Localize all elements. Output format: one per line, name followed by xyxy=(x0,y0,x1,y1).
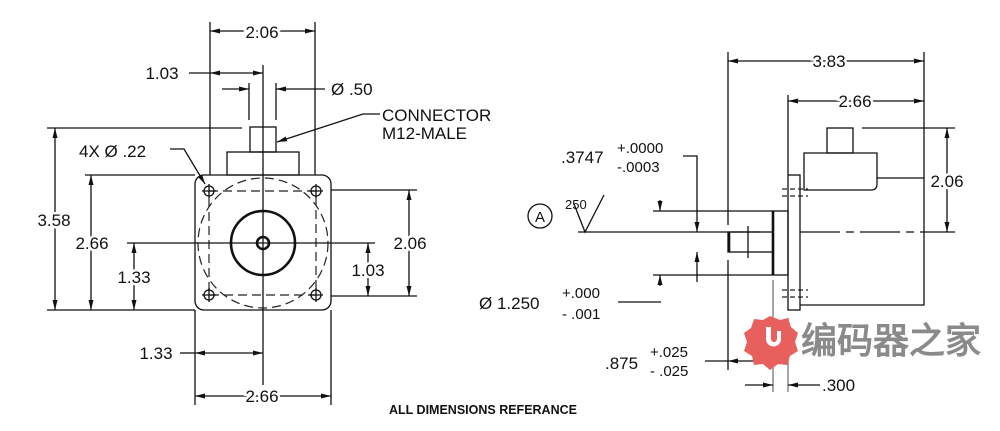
shaft xyxy=(727,231,774,253)
shaft-length: .875 xyxy=(605,354,638,373)
dim-top-width: 2.06 xyxy=(245,23,278,42)
shaft-tol-minus: -.0003 xyxy=(617,159,660,176)
dim-connector-offset: 1.03 xyxy=(145,64,178,83)
pilot-dia: Ø 1.250 xyxy=(479,294,540,313)
dim-body-height: 2.06 xyxy=(930,172,963,191)
dim-center-height: 1.33 xyxy=(117,268,150,287)
dim-hole-spacing-v: 2.06 xyxy=(393,234,426,253)
dim-overall-height: 3.58 xyxy=(37,211,70,230)
dim-holes: 4X Ø .22 xyxy=(79,142,146,161)
shaft-len-tol-minus: - .025 xyxy=(650,363,688,380)
mounting-holes xyxy=(202,184,323,302)
pilot-length: .300 xyxy=(822,376,855,395)
surface-finish: 250 xyxy=(565,197,587,212)
front-view: 2.06 1.03 Ø .50 CONNECTOR M12-MALE 4X Ø … xyxy=(35,21,491,409)
dim-hole-half-v: 1.03 xyxy=(351,261,384,280)
dimensions-note: ALL DIMENSIONS REFERANCE xyxy=(389,403,577,417)
connector-housing xyxy=(803,152,878,191)
pilot xyxy=(772,210,789,276)
dim-overall-length: 3.83 xyxy=(812,52,845,71)
watermark: 编码器之家 xyxy=(744,316,981,370)
pilot-tol-plus: +.000 xyxy=(562,285,600,302)
dim-center-width: 1.33 xyxy=(139,344,172,363)
dim-plate-height: 2.66 xyxy=(75,234,108,253)
connector-label-line1: CONNECTOR xyxy=(382,106,491,125)
dim-body-length: 2.66 xyxy=(838,92,871,111)
shaft-tol-plus: +.0000 xyxy=(617,140,663,157)
datum-label: A xyxy=(535,209,545,226)
dim-connector-dia: Ø .50 xyxy=(331,80,373,99)
side-view: 3.83 2.66 2.06 .3747 +.0000 -.0003 A 250… xyxy=(479,50,966,396)
dim-plate-width: 2.66 xyxy=(245,387,278,406)
shaft-len-tol-plus: +.025 xyxy=(650,344,688,361)
connector-label-line2: M12-MALE xyxy=(382,124,467,143)
surface-finish-symbol xyxy=(573,194,605,234)
watermark-text: 编码器之家 xyxy=(801,321,981,362)
datum-a-circle xyxy=(527,203,553,229)
encoder-body xyxy=(800,177,925,306)
connector-pin xyxy=(826,127,854,154)
pilot-tol-minus: - .001 xyxy=(562,306,600,323)
shaft-dia: .3747 xyxy=(561,148,604,167)
